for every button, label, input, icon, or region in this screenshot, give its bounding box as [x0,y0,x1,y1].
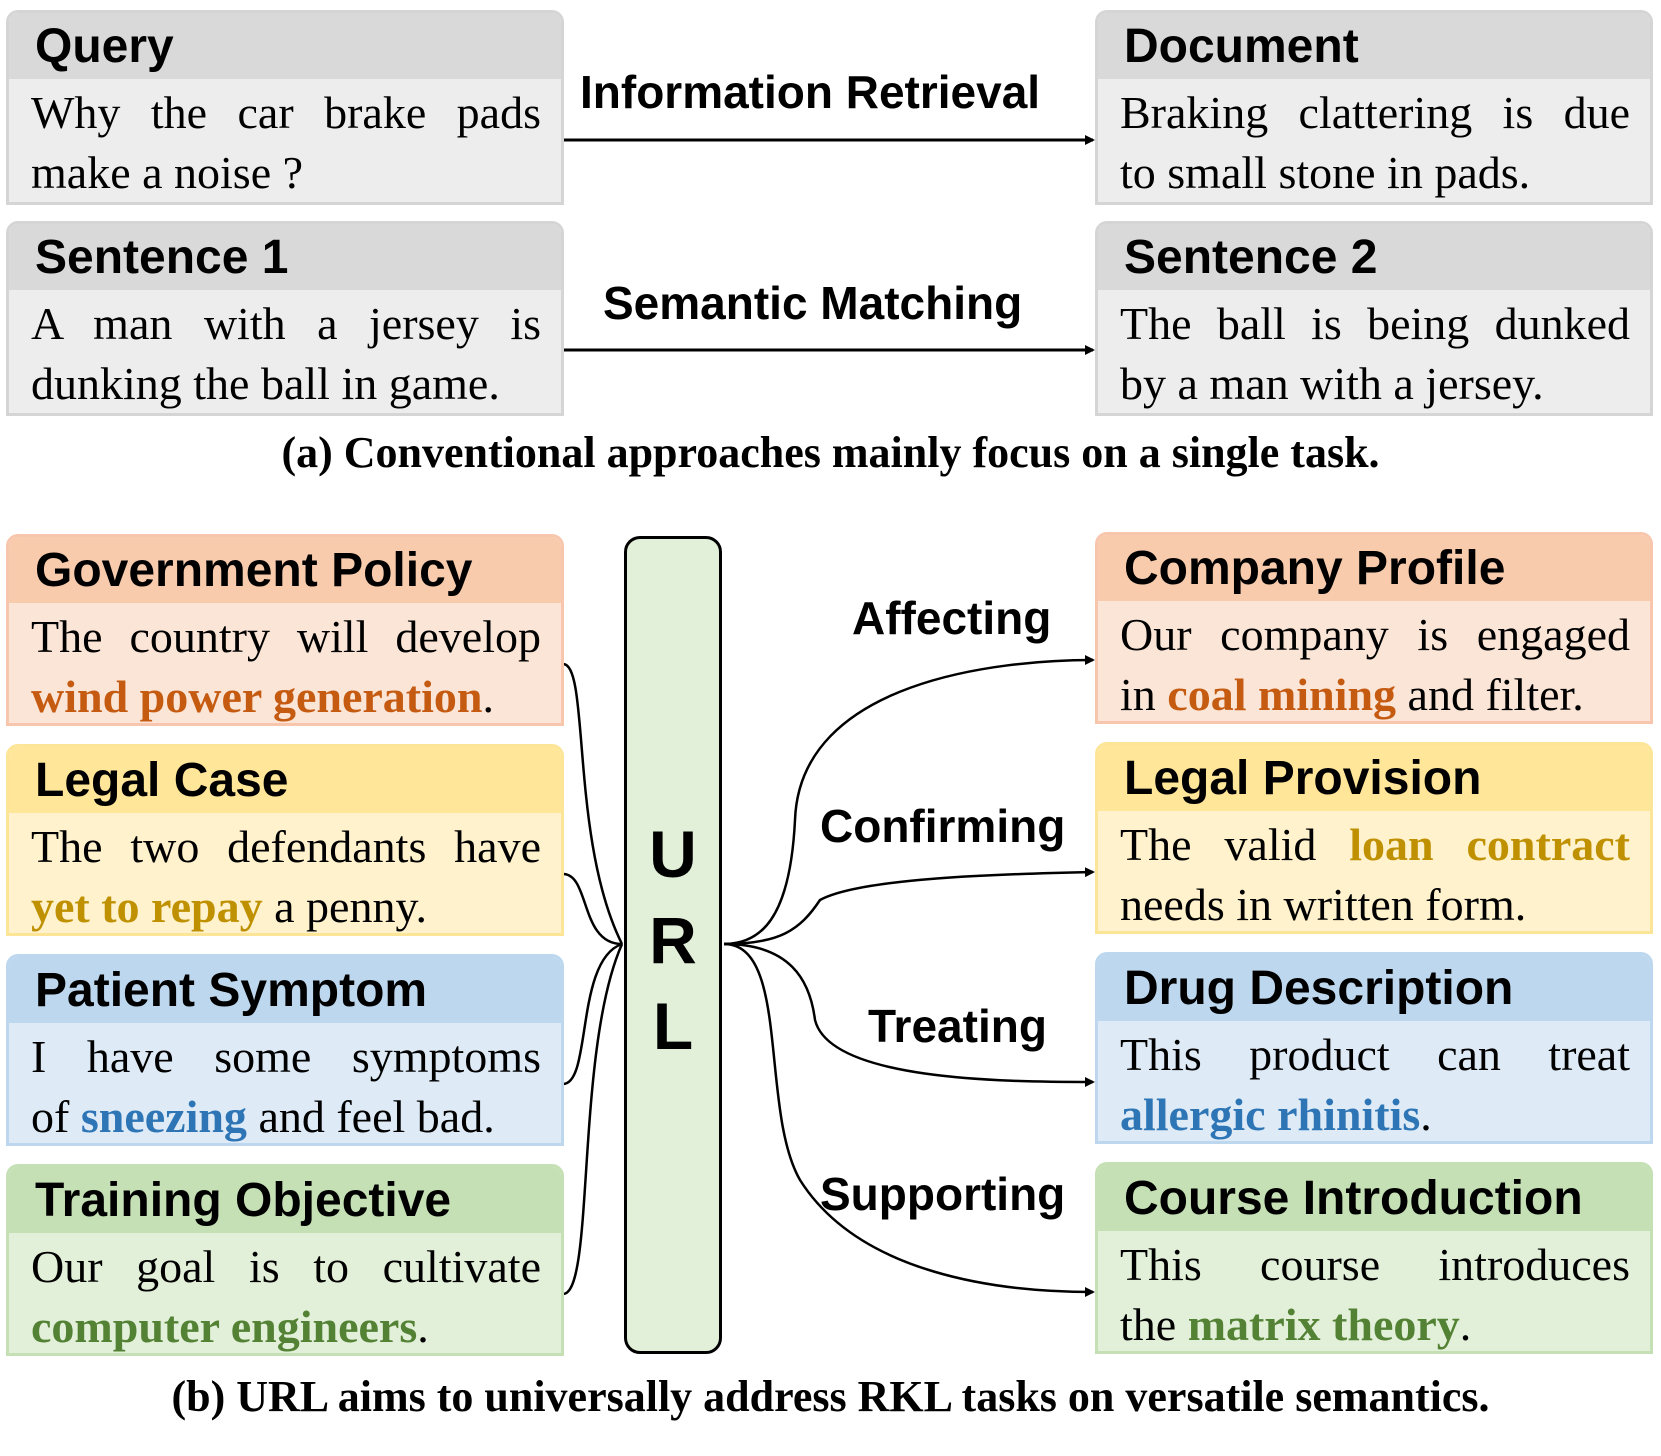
card-text: I have some symptoms of sneezing and fee… [9,1023,561,1143]
highlight-text: sneezing [80,1091,247,1142]
link-confirming [723,867,1095,946]
card-title: Company Profile [1098,535,1650,601]
relation-label-affecting: Affecting [852,592,1052,644]
sentence1-card: Sentence 1 A man with a jersey is dunkin… [6,221,564,416]
caption-a: (a) Conventional approaches mainly focus… [281,428,1380,477]
legal-provision-card: Legal Provision The valid loan contract … [1095,742,1653,934]
task-label-information-retrieval: Information Retrieval [580,66,1041,118]
training-objective-card: Training Objective Our goal is to cultiv… [6,1164,564,1356]
highlight-text: computer engineers [31,1301,418,1352]
card-title: Government Policy [9,537,561,603]
card-text: The two defendants have yet to repay a p… [9,813,561,933]
card-text: Our company is engaged in coal mining an… [1098,601,1650,721]
sentence2-card: Sentence 2 The ball is being dunked by a… [1095,221,1653,416]
card-text: The country will develop wind power gene… [9,603,561,723]
legal-case-card: Legal Case The two defendants have yet t… [6,744,564,936]
card-text: This course introduces the matrix theory… [1098,1231,1650,1351]
query-card: Query Why the car brake pads make a nois… [6,10,564,205]
card-title: Legal Case [9,747,561,813]
highlight-text: matrix theory [1187,1299,1460,1350]
card-title: Patient Symptom [9,957,561,1023]
highlight-text: loan contract [1349,819,1630,870]
document-card-text: Braking clattering is due to small stone… [1098,79,1650,202]
relation-label-supporting: Supporting [820,1168,1066,1220]
card-title: Training Objective [9,1167,561,1233]
sentence1-card-text: A man with a jersey is dunking the ball … [9,290,561,413]
url-letter-l: L [652,989,694,1063]
query-card-text: Why the car brake pads make a noise ? [9,79,561,202]
patient-symptom-card: Patient Symptom I have some symptoms of … [6,954,564,1146]
highlight-text: allergic rhinitis [1120,1089,1421,1140]
card-title: Course Introduction [1098,1165,1650,1231]
card-title: Drug Description [1098,955,1650,1021]
document-card-title: Document [1098,13,1650,79]
sentence2-card-title: Sentence 2 [1098,224,1650,290]
query-card-title: Query [9,13,561,79]
link-training-objective [562,943,624,1296]
card-text: This product can treat allergic rhinitis… [1098,1021,1650,1141]
company-profile-card: Company Profile Our company is engaged i… [1095,532,1653,724]
card-title: Legal Provision [1098,745,1650,811]
relation-label-confirming: Confirming [820,800,1066,852]
relation-label-treating: Treating [868,1000,1047,1052]
link-supporting [723,942,1095,1297]
highlight-text: coal mining [1167,669,1397,720]
card-text: Our goal is to cultivate computer engine… [9,1233,561,1353]
sentence2-card-text: The ball is being dunked by a man with a… [1098,290,1650,413]
sentence1-card-title: Sentence 1 [9,224,561,290]
caption-b: (b) URL aims to universally address RKL … [171,1372,1490,1421]
document-card: Document Braking clattering is due to sm… [1095,10,1653,205]
link-government-policy [562,662,624,945]
link-treating [723,942,1095,1087]
url-letter-u: U [649,817,697,891]
link-legal-case [562,872,623,946]
url-model-bar: U R L [624,536,722,1354]
drug-description-card: Drug Description This product can treat … [1095,952,1653,1144]
course-introduction-card: Course Introduction This course introduc… [1095,1162,1653,1354]
highlight-text: yet to repay [31,881,263,932]
government-policy-card: Government Policy The country will devel… [6,534,564,726]
url-letter-r: R [649,903,697,977]
highlight-text: wind power generation [31,671,483,722]
card-text: The valid loan contract needs in written… [1098,811,1650,931]
link-affecting [723,655,1095,946]
link-patient-symptom [562,942,623,1086]
task-label-semantic-matching: Semantic Matching [603,277,1023,329]
